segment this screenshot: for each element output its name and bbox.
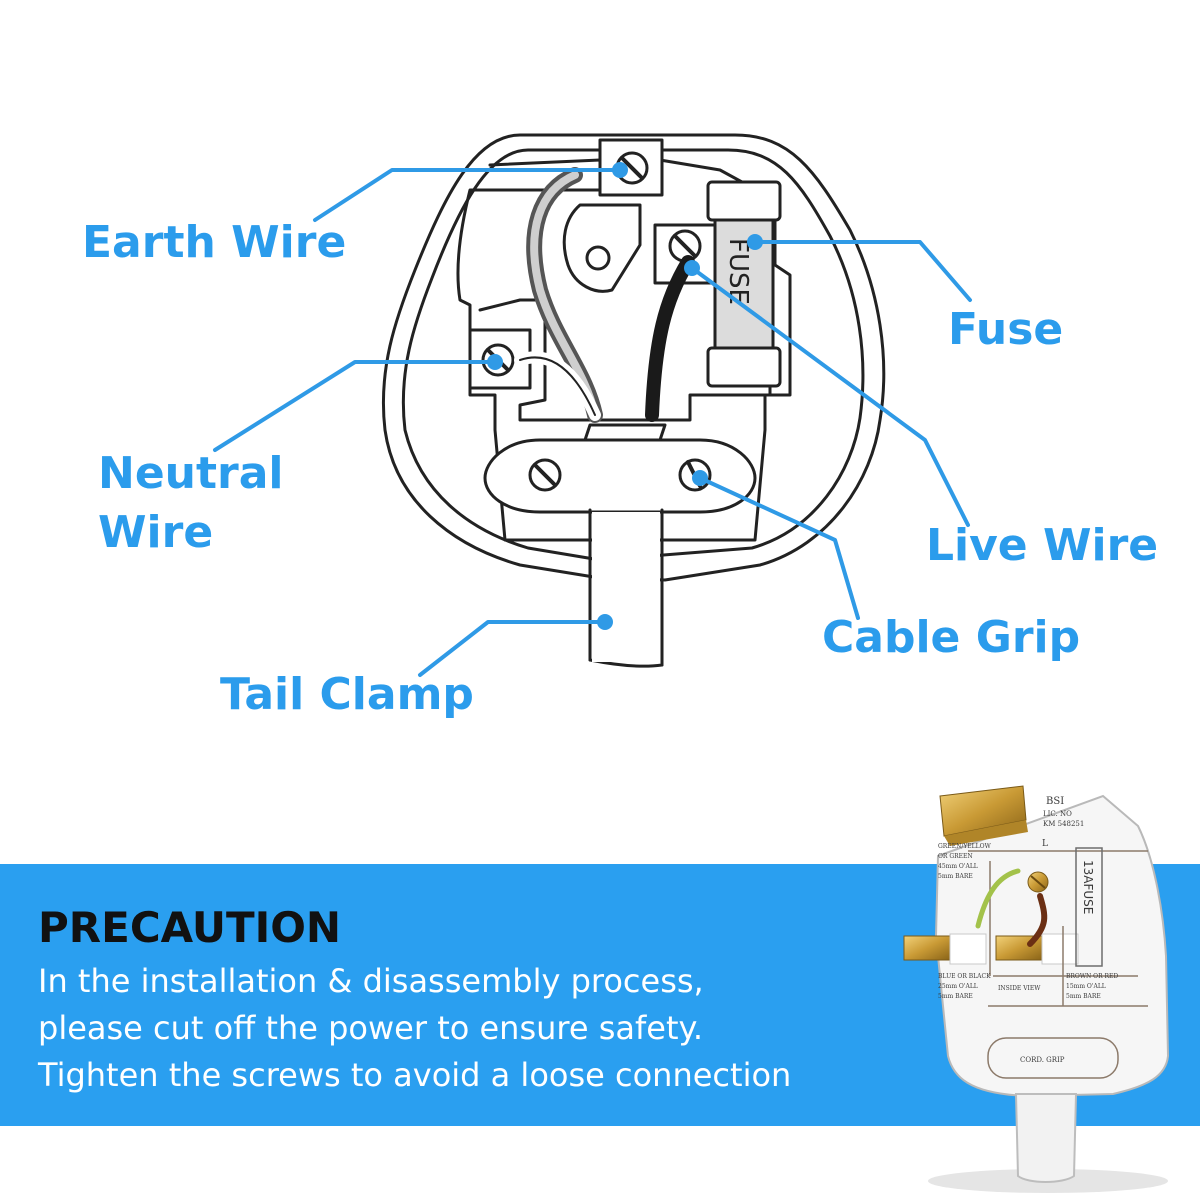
marking-or-green: OR GREEN [938,853,973,860]
plug-photo-brown-wire [1027,893,1048,947]
marking-live-letter: L [1042,839,1048,849]
tail-clamp-leader [418,620,607,677]
plug-photo-neutral-pin [903,935,951,961]
marking-green-bare: 5mm BARE [938,873,973,880]
plug-photo-fuse-outline [1075,847,1103,967]
earth-clamp-hole [585,245,611,271]
earth-wire-marker [612,162,628,178]
plug-body-inner-outline [401,148,865,562]
marking-green-yellow: GREEN/YELLOW [938,843,992,850]
plug-photo: BSI LIC. NO KM 548251 GREEN/YELLOW OR GR… [903,785,1170,1193]
label-earth-wire: Earth Wire [82,217,347,268]
label-tail-clamp: Tail Clamp [220,669,474,720]
label-live-wire: Live Wire [926,520,1159,571]
fuse-marker [747,234,763,250]
marking-fuse-rating: 13AFUSE [1081,860,1095,914]
precaution-line: Tighten the screws to avoid a loose conn… [38,1056,792,1094]
plug-photo-cord-grip-outline [987,1037,1119,1079]
marking-brown-bare: 5mm BARE [1066,993,1101,1000]
plug-photo-earth-wire [975,868,1021,929]
live-wire-drawing [645,255,695,422]
neutral-wire-marker [487,354,503,370]
cable-grip-marker [692,470,708,486]
label-cable-grip: Cable Grip [822,612,1081,663]
precaution-title: PRECAUTION [38,903,342,952]
marking-inside-view: INSIDE VIEW [998,985,1041,992]
plug-photo-strain-relief [1014,1093,1078,1183]
marking-km-number: KM 548251 [1043,820,1084,828]
earth-wire-leader [313,168,622,222]
marking-brown-or-red: BROWN OR RED [1066,973,1118,980]
label-neutral-wire-line2: Wire [98,507,214,558]
precaution-line: In the installation & disassembly proces… [38,962,704,1000]
label-fuse: Fuse [948,304,1064,355]
precaution-line: please cut off the power to ensure safet… [38,1009,704,1047]
marking-bsi: BSI [1046,796,1064,807]
fuse-cap-top [706,180,782,222]
marking-lic-no: LIC. NO [1043,810,1072,818]
plug-cavity-outline [456,158,792,542]
fuse-cap-bottom [706,346,782,388]
marking-blue-length: 25mm O'ALL [938,983,978,990]
marking-brown-length: 15mm O'ALL [1066,983,1106,990]
label-neutral-wire-line1: Neutral [98,448,284,499]
live-wire-leader [690,266,970,527]
marking-blue-bare: 5mm BARE [938,993,973,1000]
fuse-leader [753,240,972,302]
cable-grip-bar [483,438,757,514]
cable-grip-leader [698,476,860,620]
marking-green-length: 45mm O'ALL [938,863,978,870]
precaution-text: In the installation & disassembly proces… [38,958,978,1099]
neutral-wire-leader [213,360,497,452]
plug-body-outline [381,133,886,582]
tail-clamp-marker [597,614,613,630]
live-wire-marker [684,260,700,276]
marking-cord-grip: CORD. GRIP [1020,1056,1065,1064]
plug-wiring-diagram: FUSE [213,133,972,677]
marking-blue-or-black: BLUE OR BLACK [938,973,991,980]
cable-sheath-top [583,423,667,442]
